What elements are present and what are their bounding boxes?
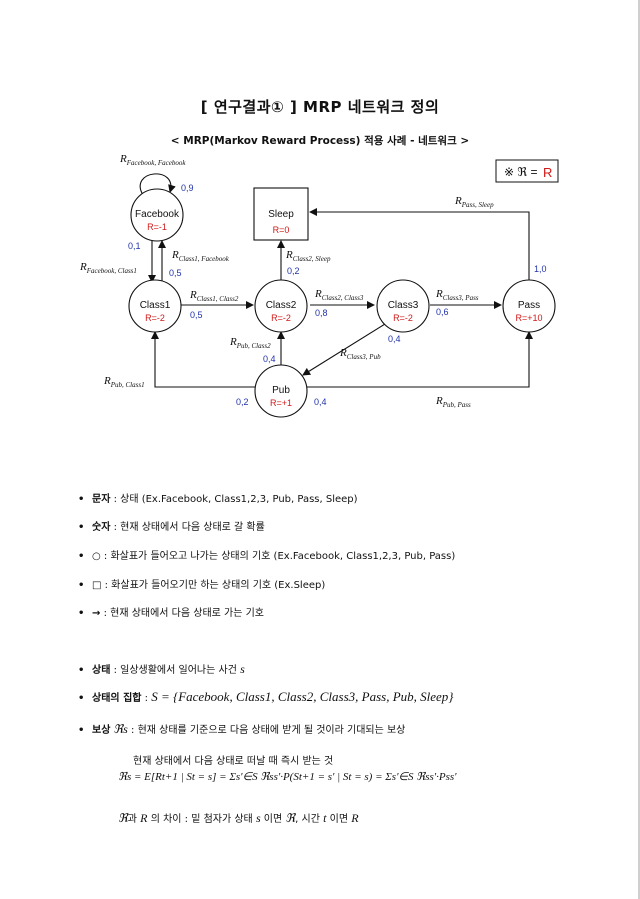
prob-class3-pub: 0,4 [388, 334, 401, 344]
prob-class2-class3: 0,8 [315, 308, 328, 318]
node-pub: Pub R=+1 [254, 364, 308, 418]
rlabel-pub-class1: RPub, Class1 [103, 375, 145, 389]
legend: ※ ℜ = R [495, 159, 559, 183]
node-class2-name: Class2 [266, 300, 297, 311]
node-sleep-name: Sleep [268, 209, 294, 220]
legend-prefix: ※ ℜ = [504, 165, 538, 179]
node-class3-reward: R=-2 [393, 313, 413, 323]
node-pass-name: Pass [518, 300, 540, 311]
diagram-subtitle: < MRP(Markov Reward Process) 적용 사례 - 네트워… [170, 135, 470, 147]
node-pub-name: Pub [272, 385, 290, 396]
rlabel-class1-class2: RClass1, Class2 [189, 289, 239, 303]
node-pub-reward: R=+1 [270, 398, 292, 408]
prob-facebook-facebook: 0,9 [181, 183, 194, 193]
legend-r: R [543, 165, 552, 180]
rlabel-pub-class2: RPub, Class2 [229, 336, 271, 350]
prob-class1-class2: 0,5 [190, 310, 203, 320]
node-class2: Class2 R=-2 [254, 279, 308, 333]
mrp-network-diagram: ※ ℜ = R Facebook R=-1 Sleep R=0 Class1 R… [79, 153, 559, 418]
bullet-state-set: •상태의 집합 : S = {Facebook, Class1, Class2,… [78, 689, 454, 704]
bullet-arrow: •→ : 현재 상태에서 다음 상태로 가는 기호 [78, 608, 265, 619]
node-class3: Class3 R=-2 [376, 279, 430, 333]
bullet-number: •숫자 : 현재 상태에서 다음 상태로 갈 확률 [78, 522, 265, 533]
node-facebook-name: Facebook [135, 209, 180, 220]
rlabel-class3-pub: RClass3, Pub [339, 347, 381, 361]
edge-class3-pub [302, 323, 386, 376]
rlabel-class2-class3: RClass2, Class3 [314, 288, 364, 302]
prob-class1-facebook: 0,5 [169, 268, 182, 278]
page-title: [ 연구결과① ] MRP 네트워크 정의 [200, 98, 440, 116]
prob-pub-pass: 0,4 [314, 397, 327, 407]
prob-class3-pass: 0,6 [436, 307, 449, 317]
rlabel-pass-sleep: RPass, Sleep [454, 195, 494, 209]
node-sleep: Sleep R=0 [253, 187, 309, 241]
reward-formula: ℜs = E[Rt+1 | St = s] = Σs'∈S ℜss'·P(St+… [118, 771, 457, 783]
edge-pub-class1 [151, 331, 255, 388]
node-facebook: Facebook R=-1 [130, 188, 184, 242]
node-pass-reward: R=+10 [515, 313, 542, 323]
reward-difference-note: ℜ과 R 의 차이 : 밑 첨자가 상태 s 이면 ℜ, 시간 t 이면 R [118, 811, 359, 825]
edge-facebook-self [139, 173, 176, 196]
node-class3-name: Class3 [388, 300, 419, 311]
bullet-square: •□ : 화살표가 들어오기만 하는 상태의 기호 (Ex.Sleep) [78, 580, 326, 591]
edge-pass-sleep [309, 208, 530, 280]
page-edge [638, 0, 640, 899]
node-pass: Pass R=+10 [502, 279, 556, 333]
node-sleep-reward: R=0 [273, 225, 290, 235]
prob-pass-sleep: 1,0 [534, 264, 547, 274]
node-facebook-reward: R=-1 [147, 222, 167, 232]
rlabel-facebook-facebook: RFacebook, Facebook [119, 153, 186, 167]
prob-pub-class2: 0,4 [263, 354, 276, 364]
rlabel-class3-pass: RClass3, Pass [435, 288, 479, 302]
rlabel-class2-sleep: RClass2, Sleep [285, 249, 331, 263]
rlabel-class1-facebook: RClass1, Facebook [171, 249, 230, 263]
prob-pub-class1: 0,2 [236, 397, 249, 407]
bullet-state: •상태 : 일상생활에서 일어나는 사건 s [78, 662, 245, 676]
edge-pub-pass [307, 331, 533, 388]
node-class1-name: Class1 [140, 300, 171, 311]
formula-description: 현재 상태에서 다음 상태로 떠날 때 즉시 받는 것 [133, 756, 334, 767]
node-class1: Class1 R=-2 [128, 279, 182, 333]
bullet-reward: •보상 ℜs : 현재 상태를 기준으로 다음 상태에 받게 될 것이라 기대되… [78, 722, 406, 736]
prob-facebook-class1: 0,1 [128, 241, 141, 251]
node-class2-reward: R=-2 [271, 313, 291, 323]
rlabel-pub-pass: RPub, Pass [435, 395, 471, 409]
rlabel-facebook-class1: RFacebook, Class1 [79, 261, 137, 275]
bullet-letter: •문자 : 상태 (Ex.Facebook, Class1,2,3, Pub, … [78, 494, 358, 505]
node-class1-reward: R=-2 [145, 313, 165, 323]
prob-class2-sleep: 0,2 [287, 266, 300, 276]
bullet-circle: •○ : 화살표가 들어오고 나가는 상태의 기호 (Ex.Facebook, … [78, 551, 456, 562]
